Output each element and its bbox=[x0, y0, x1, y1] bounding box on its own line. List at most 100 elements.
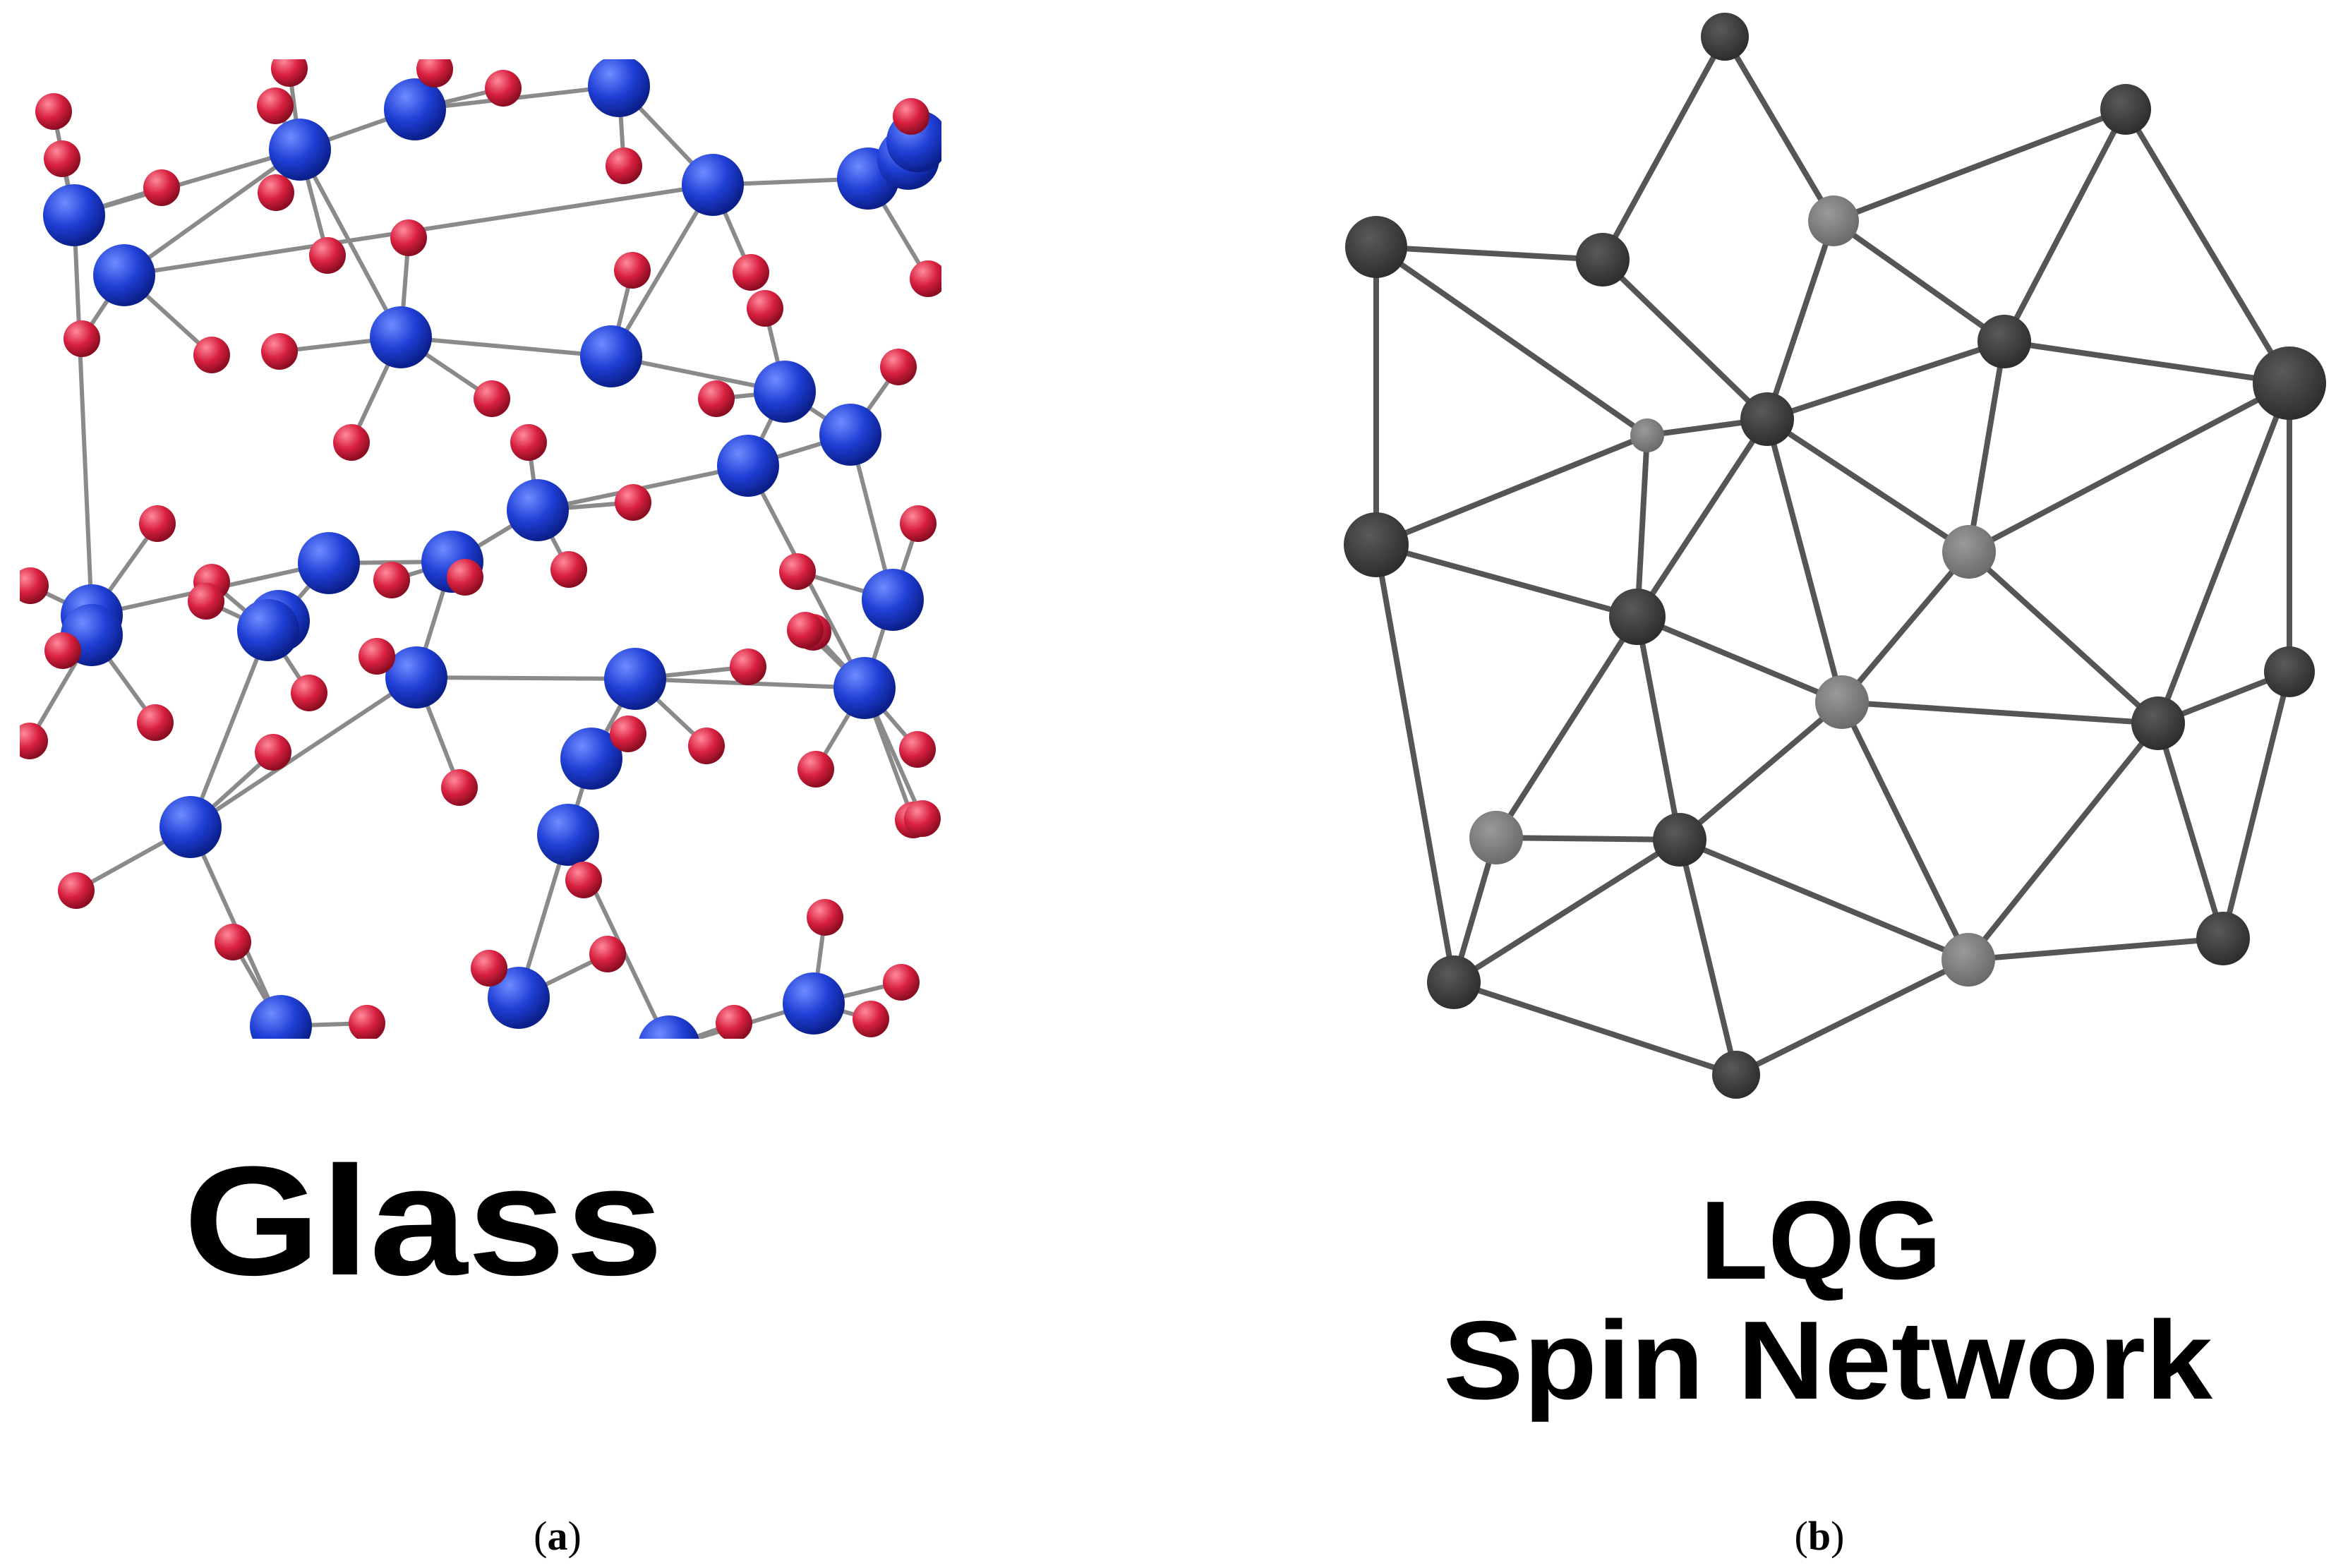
glass-panel: Glass (a) bbox=[20, 59, 941, 1559]
glass-bond bbox=[188, 628, 270, 829]
large-atom bbox=[93, 244, 155, 306]
spin-network-edges bbox=[1373, 34, 2292, 1078]
light-node bbox=[1808, 195, 1859, 246]
small-atom bbox=[550, 551, 587, 588]
small-atom bbox=[20, 723, 48, 759]
glass-bond bbox=[414, 675, 637, 681]
spin-edge bbox=[2001, 107, 2129, 344]
small-atom bbox=[893, 98, 929, 135]
large-atom bbox=[159, 796, 222, 858]
large-atom bbox=[385, 646, 447, 708]
small-atom bbox=[900, 505, 937, 542]
spin-edge bbox=[1373, 244, 1606, 263]
small-atom bbox=[730, 649, 766, 685]
dark-node bbox=[1427, 955, 1481, 1009]
glass-bond bbox=[72, 213, 94, 617]
small-atom bbox=[390, 219, 427, 256]
dark-node bbox=[1576, 233, 1630, 287]
spin-edge bbox=[1677, 699, 1845, 843]
light-node bbox=[1630, 418, 1664, 452]
small-atom bbox=[441, 769, 478, 806]
dark-node bbox=[2131, 696, 2185, 750]
spin-edge bbox=[1373, 542, 1640, 620]
large-atom bbox=[237, 599, 299, 661]
spin-edge bbox=[1831, 107, 2129, 224]
small-atom bbox=[257, 88, 294, 124]
spin-edge bbox=[1373, 433, 1650, 548]
small-atom bbox=[880, 349, 917, 385]
glass-bond bbox=[399, 335, 613, 358]
small-atom bbox=[20, 567, 49, 604]
dark-node bbox=[2196, 912, 2250, 965]
spin-edge bbox=[1966, 549, 2161, 726]
spin-edge bbox=[1839, 549, 1972, 705]
spin-edge bbox=[1634, 433, 1650, 620]
large-atom bbox=[819, 404, 881, 466]
small-atom bbox=[698, 380, 735, 417]
small-atom bbox=[35, 93, 72, 130]
small-atom bbox=[485, 70, 522, 107]
large-atom bbox=[370, 306, 432, 368]
spin-edge bbox=[1966, 380, 2292, 555]
small-atom bbox=[899, 731, 936, 768]
spin-edge bbox=[1493, 614, 1640, 840]
spin-edge bbox=[1965, 720, 2161, 963]
light-node bbox=[1942, 525, 1996, 579]
small-atom bbox=[349, 1005, 385, 1039]
small-atom bbox=[589, 936, 626, 972]
small-atom bbox=[733, 254, 769, 291]
spin-edge bbox=[1965, 936, 2226, 963]
small-atom bbox=[807, 899, 843, 936]
spin-edge bbox=[1831, 218, 2007, 344]
glass-atoms bbox=[20, 59, 941, 1039]
dark-node bbox=[1344, 512, 1409, 577]
small-atom bbox=[565, 862, 602, 898]
caption-a: (a) bbox=[534, 1513, 582, 1559]
large-atom bbox=[269, 119, 331, 181]
spin-edge bbox=[1373, 542, 1457, 985]
spin-network-panel: LQG Spin Network (b) bbox=[1344, 13, 2326, 1559]
spin-edge bbox=[1966, 339, 2007, 555]
spin-edge bbox=[1677, 837, 1971, 963]
small-atom bbox=[747, 290, 783, 327]
spin-edge bbox=[1764, 416, 1845, 705]
spin-network bbox=[1344, 13, 2326, 1099]
small-atom bbox=[510, 424, 547, 461]
dark-node bbox=[1712, 1051, 1760, 1099]
small-atom bbox=[853, 1001, 889, 1037]
spin-edge bbox=[1600, 257, 1770, 422]
small-atom bbox=[333, 424, 370, 461]
small-atom bbox=[193, 337, 230, 373]
large-atom bbox=[588, 59, 650, 117]
spin-edge bbox=[1733, 957, 1971, 1078]
spin-edge bbox=[1764, 416, 1972, 555]
large-atom bbox=[488, 967, 550, 1029]
spin-network-label: Spin Network bbox=[1443, 1298, 2213, 1423]
glass-bond bbox=[122, 147, 302, 277]
large-atom bbox=[783, 972, 845, 1035]
spin-edge bbox=[1493, 835, 1682, 843]
small-atom bbox=[471, 950, 507, 987]
spin-edge bbox=[1677, 837, 1739, 1078]
spin-edge bbox=[2155, 380, 2292, 726]
large-atom bbox=[862, 569, 924, 631]
spin-edge bbox=[2220, 669, 2292, 941]
dark-node bbox=[1701, 13, 1749, 61]
dark-node bbox=[1977, 315, 2031, 368]
large-atom bbox=[639, 1015, 699, 1039]
light-node bbox=[1941, 933, 1995, 987]
small-atom bbox=[309, 237, 346, 274]
small-atom bbox=[261, 333, 298, 370]
light-node bbox=[1815, 675, 1869, 729]
caption-b-letter: b bbox=[1808, 1513, 1831, 1559]
small-atom bbox=[44, 632, 81, 669]
spin-edge bbox=[1634, 614, 1845, 705]
small-atom bbox=[787, 612, 824, 649]
caption-a-letter: a bbox=[548, 1513, 568, 1559]
caption-b: (b) bbox=[1795, 1513, 1845, 1559]
small-atom bbox=[416, 59, 453, 88]
spin-edge bbox=[1764, 339, 2007, 422]
small-atom bbox=[255, 734, 291, 771]
spin-edge bbox=[1451, 979, 1739, 1078]
small-atom bbox=[271, 59, 308, 87]
